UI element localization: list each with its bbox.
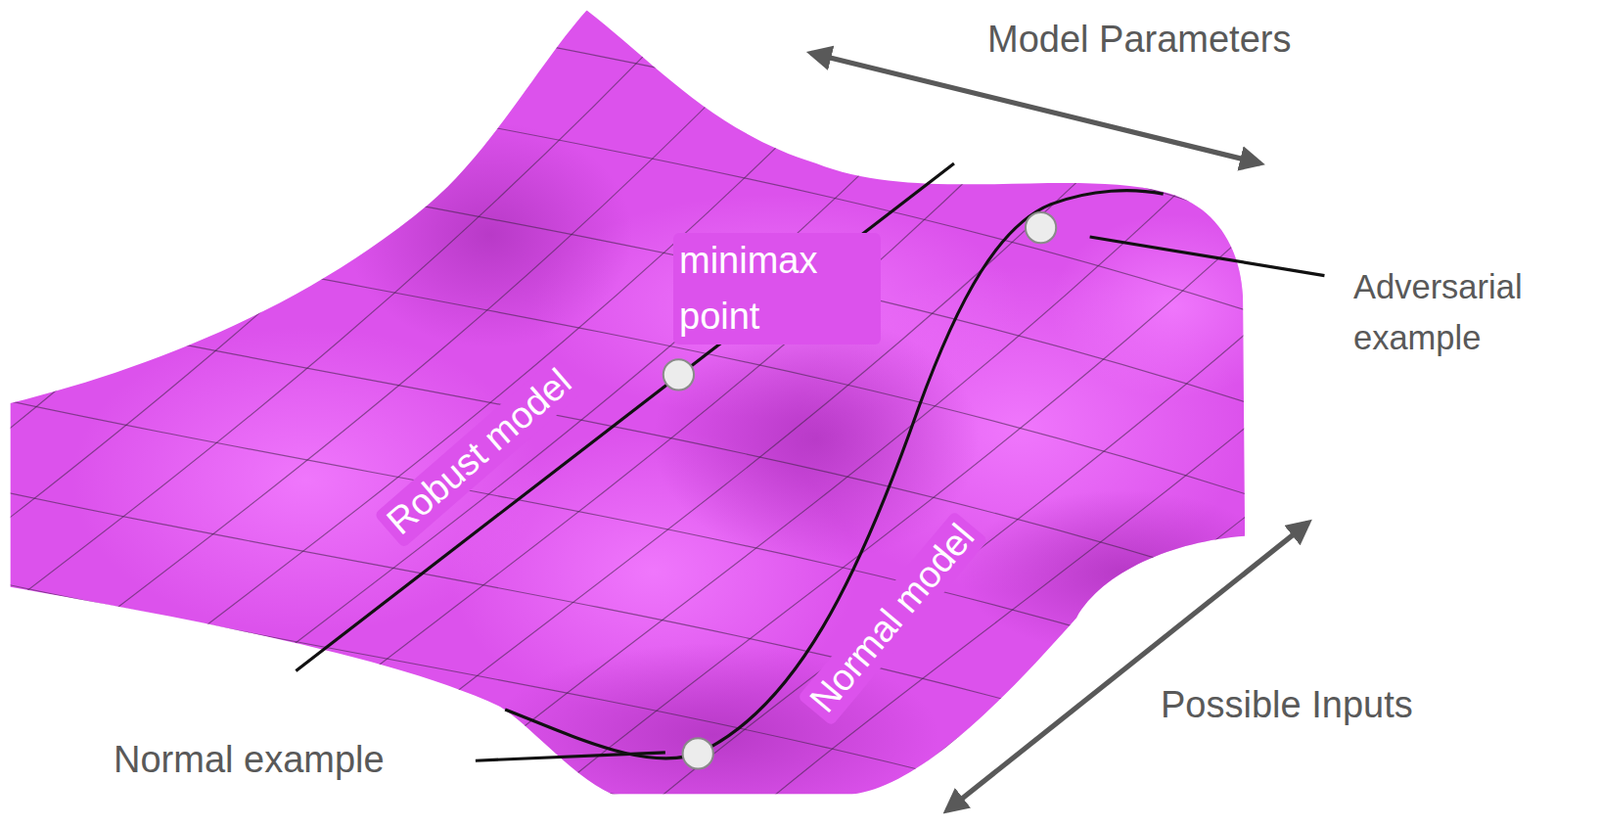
leader-line xyxy=(1090,236,1326,276)
normal-model-curve xyxy=(504,190,1164,759)
callout-label: Normal example xyxy=(113,731,385,788)
minimax-dot xyxy=(663,359,694,390)
adversarial-dot xyxy=(1025,212,1056,243)
point-label: minimax point xyxy=(673,232,881,345)
callout-label: Adversarial example xyxy=(1353,262,1595,365)
robust-model-curve xyxy=(295,163,955,671)
curve-label: Robust model xyxy=(373,356,586,549)
parameters-arrow xyxy=(811,52,1261,164)
leader-line xyxy=(475,752,666,761)
axis-label: Possible Inputs xyxy=(1160,677,1414,733)
normal-example-dot xyxy=(683,737,714,769)
curve-label: Normal model xyxy=(797,510,989,727)
inputs-arrow xyxy=(947,522,1309,811)
axis-label: Model Parameters xyxy=(987,11,1291,68)
